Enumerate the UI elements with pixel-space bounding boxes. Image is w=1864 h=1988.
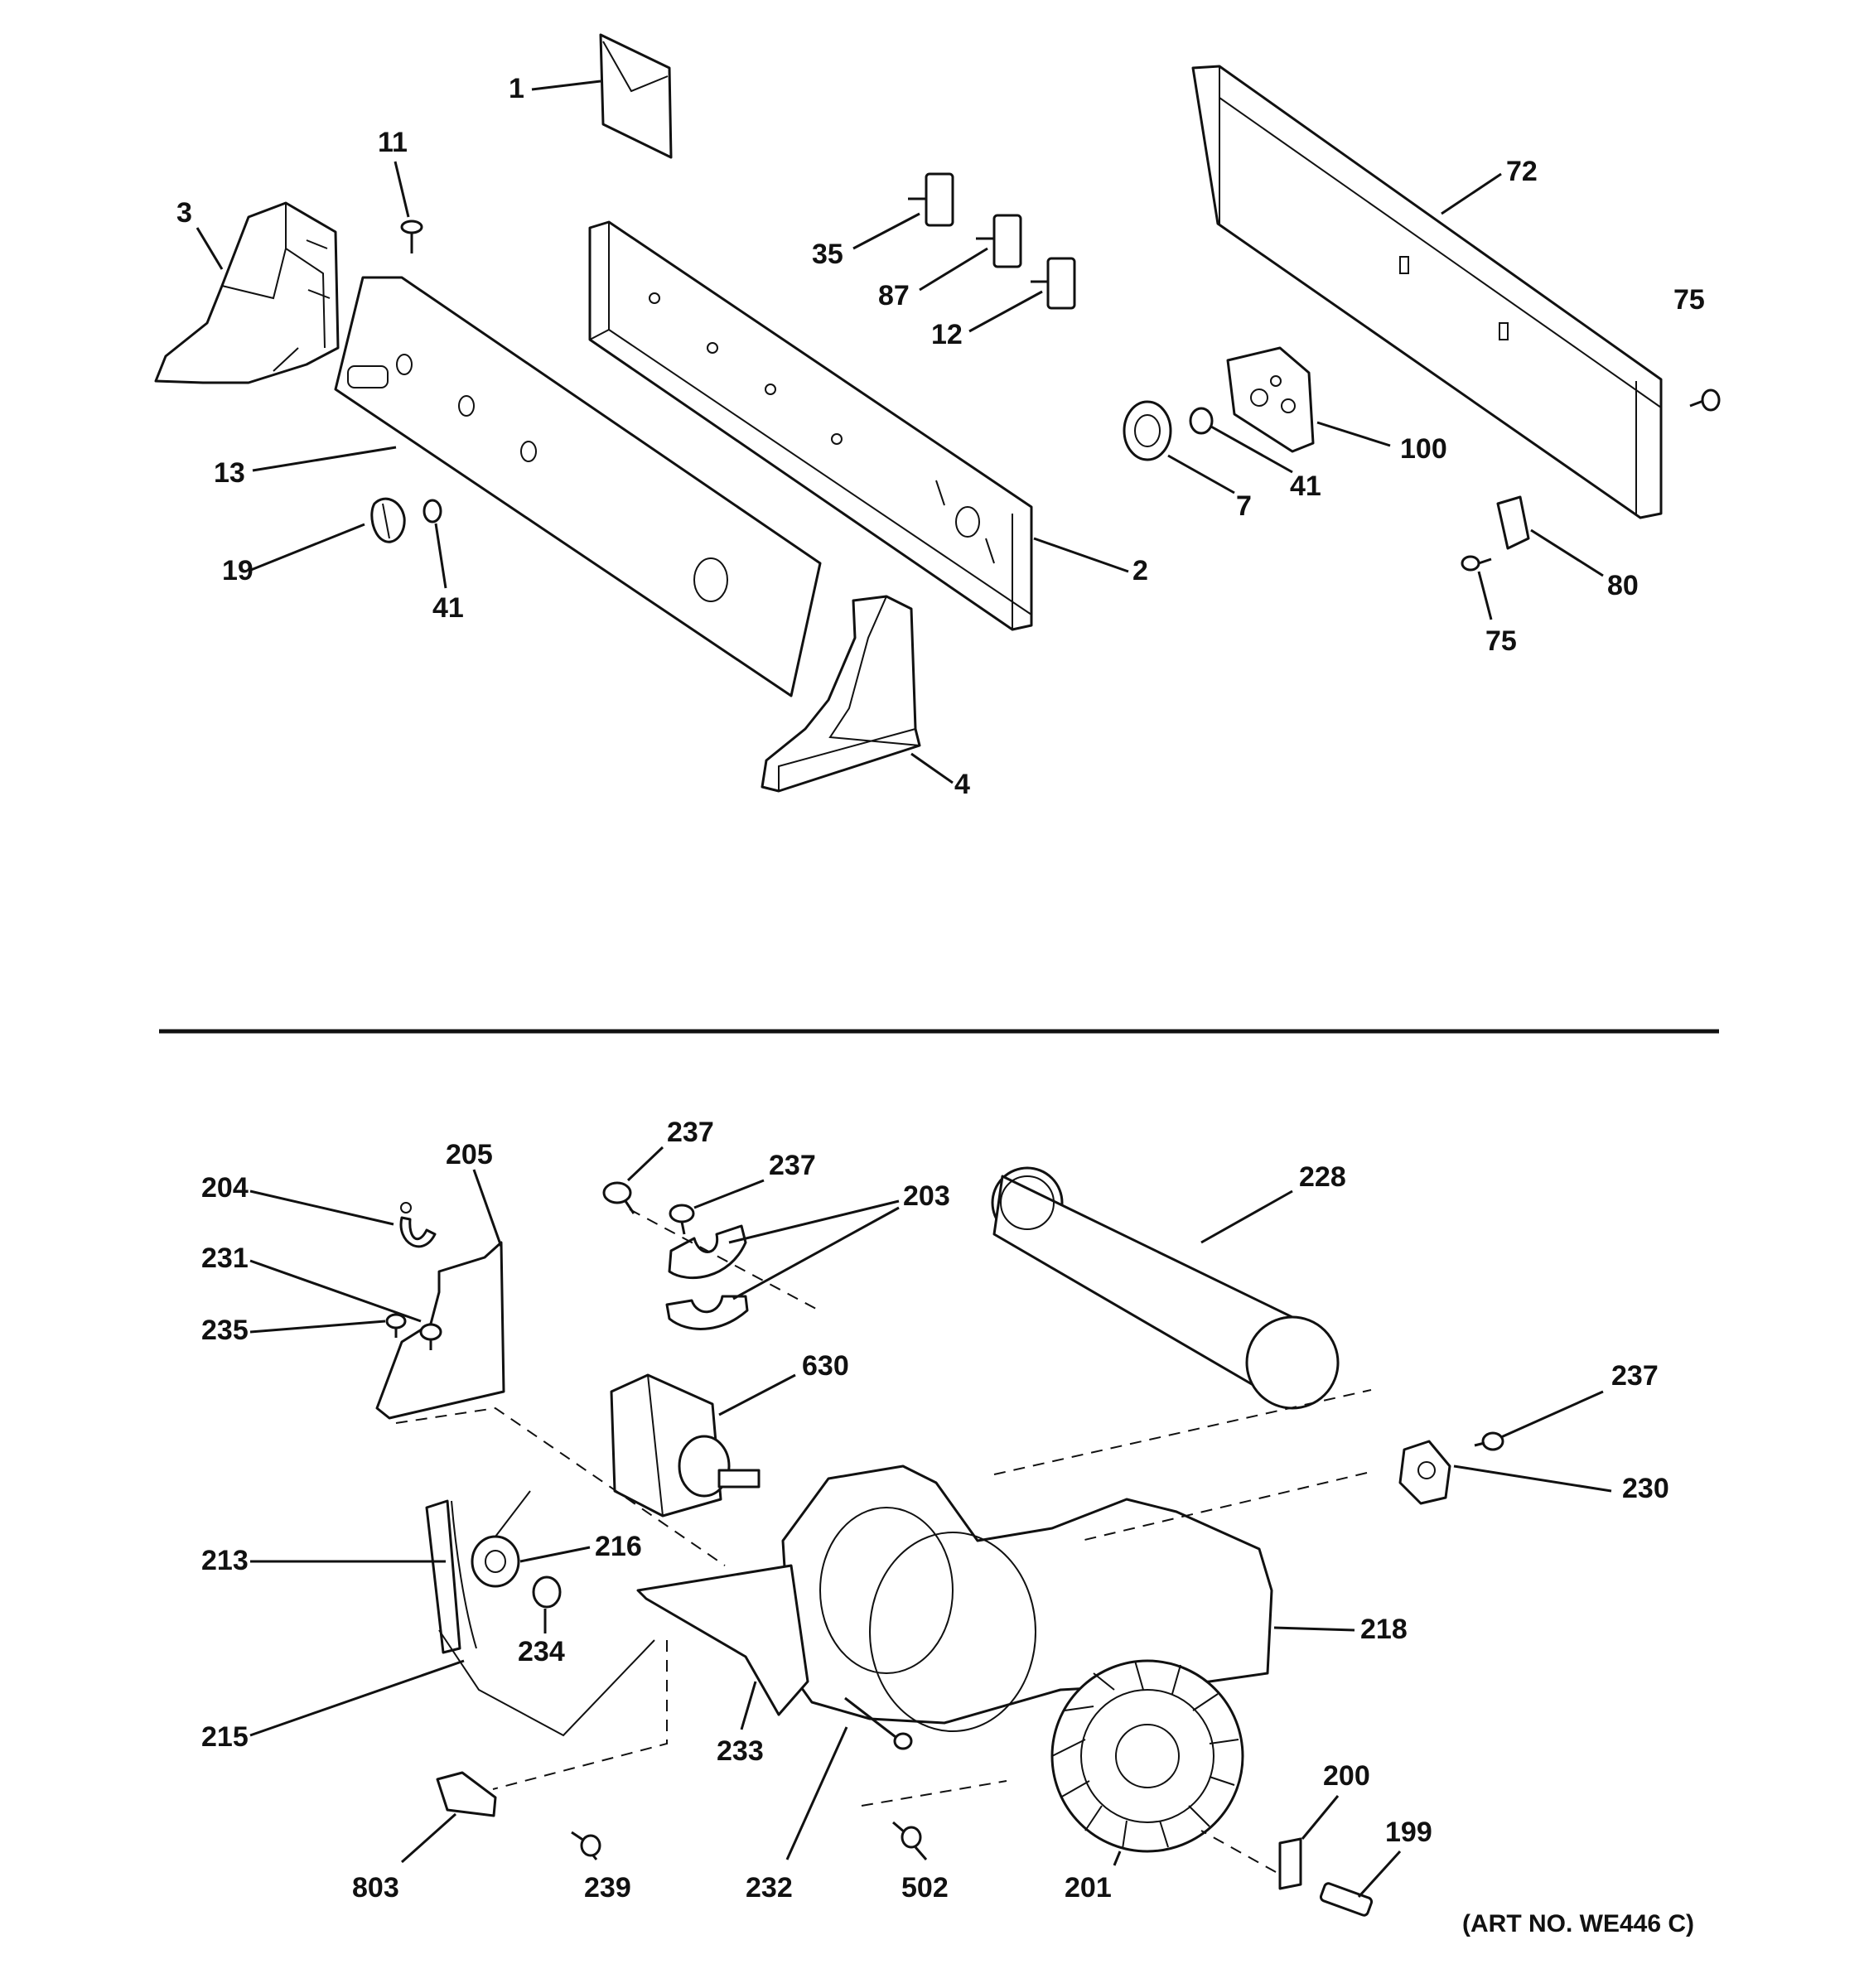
part-11-screw: [400, 220, 423, 253]
leader-lines-bottom: [249, 1146, 1612, 1899]
label-232: 232: [746, 1872, 793, 1904]
part-201-blower-wheel: [1050, 1659, 1244, 1853]
label-75-top: 75: [1673, 284, 1705, 316]
label-199: 199: [1385, 1817, 1432, 1848]
part-230-thermostat: [1398, 1440, 1451, 1505]
part-228-exhaust-duct: [991, 1166, 1340, 1410]
label-200: 200: [1323, 1760, 1370, 1792]
label-235: 235: [201, 1315, 249, 1346]
label-239: 239: [584, 1872, 631, 1904]
label-100: 100: [1400, 433, 1447, 465]
part-35-switch: [908, 172, 954, 227]
part-215-idler-arm: [438, 1629, 655, 1737]
label-3: 3: [176, 197, 192, 229]
label-205: 205: [446, 1139, 493, 1170]
part-75-screw-top: [1689, 388, 1721, 412]
part-235-screw: [385, 1313, 407, 1338]
part-218-blower-housing: [781, 1464, 1273, 1732]
label-630: 630: [802, 1350, 849, 1382]
part-75-screw-bottom: [1461, 555, 1492, 572]
part-100-timer: [1226, 346, 1315, 453]
label-230: 230: [1622, 1473, 1669, 1504]
leader-lines-top: [196, 80, 1604, 784]
part-3-end-cap-left: [154, 201, 340, 384]
label-215: 215: [201, 1721, 249, 1753]
label-203: 203: [903, 1180, 950, 1212]
label-231: 231: [201, 1242, 249, 1274]
part-200-clip: [1278, 1837, 1302, 1890]
label-2: 2: [1132, 555, 1148, 586]
alignment-lines: [395, 1209, 1372, 1873]
part-204-clip: [399, 1202, 437, 1248]
part-237-screw-c: [1474, 1431, 1504, 1451]
part-13-control-panel: [334, 276, 822, 697]
part-7-dial-knob: [1123, 400, 1172, 461]
part-41-bushing-right: [1189, 407, 1214, 435]
part-203-clamp-lower: [665, 1295, 749, 1330]
part-213-belt: [425, 1499, 477, 1654]
part-233-base-plate: [636, 1564, 809, 1716]
label-41-right: 41: [1290, 470, 1321, 502]
label-237-c: 237: [1611, 1360, 1659, 1392]
label-11: 11: [378, 127, 408, 158]
label-213: 213: [201, 1545, 249, 1576]
part-19-knob: [370, 497, 406, 543]
part-labels: 1 11 3 13 19 41 4 2 35 87 12 72 75 100 4…: [176, 73, 1705, 1937]
label-13: 13: [214, 457, 245, 489]
part-237-screw-a: [602, 1181, 635, 1214]
part-4-end-cap-right: [761, 595, 921, 793]
part-216-idler-pulley: [471, 1490, 531, 1588]
label-12: 12: [931, 319, 963, 350]
part-87-switch: [976, 214, 1022, 268]
label-72: 72: [1506, 156, 1538, 187]
art-number: (ART NO. WE446 C): [1462, 1910, 1694, 1937]
label-233: 233: [717, 1735, 764, 1767]
label-75-bottom: 75: [1485, 625, 1517, 657]
part-232-shaft: [844, 1696, 913, 1750]
label-218: 218: [1360, 1614, 1408, 1645]
label-216: 216: [595, 1531, 642, 1562]
label-80: 80: [1607, 570, 1639, 601]
part-199-bolt: [1319, 1882, 1374, 1917]
label-234: 234: [518, 1636, 565, 1667]
label-201: 201: [1065, 1872, 1112, 1904]
label-1: 1: [509, 73, 524, 104]
label-19: 19: [222, 555, 254, 586]
label-204: 204: [201, 1172, 249, 1204]
part-234-nut: [532, 1575, 562, 1609]
part-803-connector: [436, 1771, 497, 1817]
label-502: 502: [901, 1872, 949, 1904]
label-35: 35: [812, 239, 843, 270]
part-203-clamp-upper: [668, 1224, 747, 1280]
part-41-bushing-left: [423, 499, 442, 524]
part-237-screw-b: [669, 1204, 695, 1235]
part-1-instruction-sheet: [599, 33, 673, 159]
part-72-rear-panel: [1191, 65, 1663, 519]
label-7: 7: [1236, 490, 1252, 522]
part-502-screw: [892, 1821, 922, 1849]
label-41-left: 41: [432, 592, 464, 624]
part-12-switch: [1031, 257, 1076, 310]
label-237-b: 237: [769, 1150, 816, 1181]
label-87: 87: [878, 280, 910, 311]
label-4: 4: [954, 769, 970, 800]
part-80-bracket: [1496, 495, 1530, 550]
part-630-motor: [610, 1373, 761, 1518]
part-2-backsplash-frame: [588, 220, 1033, 631]
label-237-a: 237: [667, 1117, 714, 1148]
part-231-screw: [419, 1323, 442, 1350]
part-239-screw: [571, 1831, 601, 1857]
label-803: 803: [352, 1872, 399, 1904]
label-228: 228: [1299, 1161, 1346, 1193]
